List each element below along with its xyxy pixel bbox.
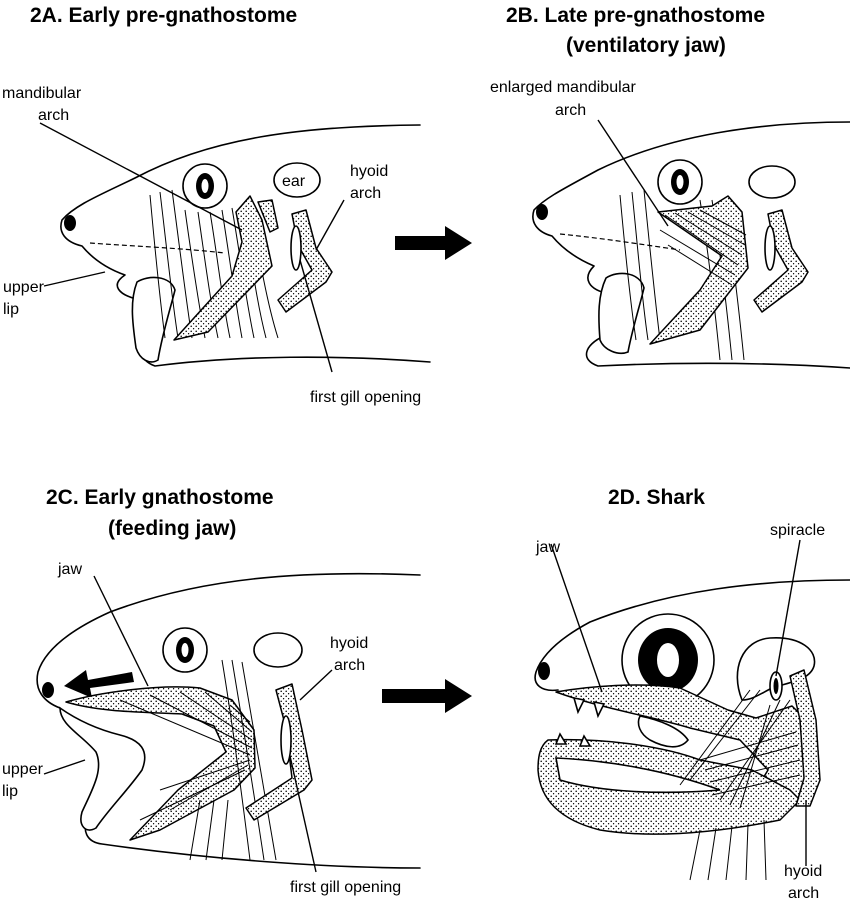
label-jaw: jaw [535, 539, 560, 556]
label-mandibular: mandibular [2, 85, 82, 102]
upper-lip [131, 276, 176, 363]
label-spiracle: spiracle [770, 522, 825, 539]
panel-2c: 2C. Early gnathostome (feeding jaw) [2, 486, 421, 896]
label-hyoid: hyoid [330, 635, 368, 652]
ear-icon [253, 632, 303, 668]
gill-opening [290, 225, 302, 271]
mandibular-arch [173, 195, 273, 341]
label-jaw: jaw [57, 561, 82, 578]
panel-2c-title-line1: 2C. Early gnathostome [46, 486, 274, 509]
label-enlarged-mandibular: enlarged mandibular [490, 79, 637, 96]
ear-icon [273, 162, 321, 198]
label-ear: ear [282, 173, 306, 190]
panel-2d-title: 2D. Shark [608, 486, 705, 509]
label-first-gill-opening: first gill opening [290, 879, 401, 896]
hyoid-arch [245, 683, 313, 821]
head-outline [60, 124, 421, 301]
jaw [65, 686, 256, 841]
head-lower-outline [585, 335, 850, 369]
label-mandibular-arch: arch [38, 107, 69, 124]
upper-lip [598, 272, 645, 355]
head-outline [36, 572, 421, 709]
label-upper: upper [3, 279, 45, 296]
teeth [554, 696, 606, 747]
label-hyoid-arch: arch [334, 657, 365, 674]
head-outline [534, 579, 850, 692]
panel-2d: 2D. Shark jaw [534, 486, 850, 902]
label-enlarged-arch: arch [555, 102, 586, 119]
arrow-right-icon [395, 226, 472, 260]
hyoid-arch [753, 209, 809, 313]
muscle-striations [189, 659, 277, 861]
panel-2b-title-line2: (ventilatory jaw) [566, 34, 726, 57]
arrow-right-icon [382, 679, 472, 713]
label-first-gill-opening: first gill opening [310, 389, 421, 406]
hyoid-arch [789, 669, 821, 807]
panel-2a-title: 2A. Early pre-gnathostome [30, 4, 297, 27]
label-hyoid-arch: arch [350, 185, 381, 202]
nostril-icon [42, 682, 54, 698]
arrow-left-icon [64, 670, 134, 698]
panel-2b-title-line1: 2B. Late pre-gnathostome [506, 4, 765, 27]
panel-2b: 2B. Late pre-gnathostome (ventilatory ja… [490, 4, 850, 369]
panel-2c-title-line2: (feeding jaw) [108, 517, 236, 540]
nostril-icon [536, 204, 548, 220]
head-lower-outline [84, 817, 421, 869]
nostril-icon [64, 215, 76, 231]
hyoid-arch [277, 209, 333, 313]
upper-lip [59, 706, 146, 831]
label-hyoid-arch: arch [788, 885, 819, 902]
ear-icon [748, 165, 796, 199]
label-lip: lip [2, 783, 18, 800]
nostril-icon [538, 662, 550, 680]
label-upper: upper [2, 761, 44, 778]
muscle-striations [679, 689, 801, 881]
panel-2a: 2A. Early pre-gnathostome [2, 4, 431, 406]
head-outline [532, 121, 850, 295]
lip-dashed-line [89, 242, 226, 254]
gill-opening [280, 715, 292, 765]
label-hyoid: hyoid [784, 863, 822, 880]
label-hyoid: hyoid [350, 163, 388, 180]
label-lip: lip [3, 301, 19, 318]
